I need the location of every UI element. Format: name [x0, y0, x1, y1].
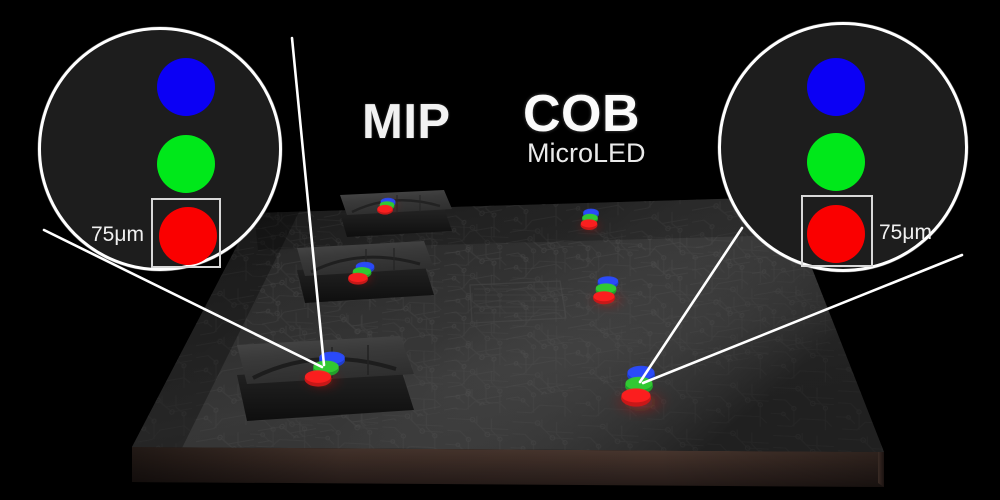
cob-led-top [576, 208, 604, 233]
red-led-dot [807, 205, 865, 263]
mip-package-top [340, 190, 452, 237]
magnifier-mip[interactable]: 75μm [38, 27, 282, 271]
cob-led-middle [587, 276, 627, 310]
label-cob: COB [523, 85, 641, 143]
label-mip: MIP [362, 95, 451, 149]
label-microled: MicroLED [527, 138, 646, 168]
magnifier-cob[interactable]: 75μm [718, 22, 968, 272]
pixel-pitch-label-right: 75μm [879, 221, 932, 244]
green-led-dot [157, 135, 215, 193]
pixel-pitch-box [801, 195, 873, 267]
blue-led-dot [807, 58, 865, 116]
blue-led-dot [157, 58, 215, 116]
pixel-pitch-label-left: 75μm [91, 223, 144, 246]
red-led-dot [159, 207, 217, 265]
mip-package-bottom [237, 336, 414, 421]
board-right-edge [878, 450, 884, 487]
mip-package-middle [297, 241, 434, 303]
pixel-pitch-box [151, 198, 221, 268]
green-led-dot [807, 133, 865, 191]
